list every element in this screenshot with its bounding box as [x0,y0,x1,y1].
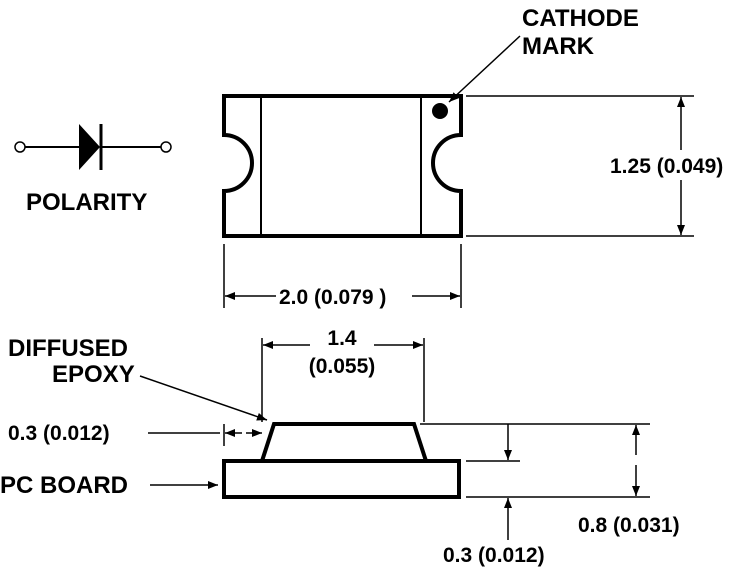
epoxy-leader [139,375,268,421]
pc-board-label: PC BOARD [0,472,128,499]
polarity-label: POLARITY [26,189,147,216]
cathode-leader [448,35,521,103]
anode-terminal-icon [14,141,26,153]
cathode-mark-label-2: MARK [522,33,595,60]
total-height-label: 0.8 (0.031) [578,514,680,537]
top-view [222,94,463,238]
lens-width-label-2: (0.055) [309,355,376,378]
diffused-epoxy-label-1: DIFFUSED [8,335,128,362]
diode-symbol [14,124,172,170]
diode-triangle-icon [79,124,100,170]
cathode-dot [432,103,448,119]
diffused-epoxy-label-2: EPOXY [52,361,135,388]
package-outline [222,94,463,238]
side-view [222,422,461,499]
board-height-label: 0.3 (0.012) [443,544,545,567]
offset-dimension-label: 0.3 (0.012) [8,422,110,445]
width-dimension-label: 2.0 (0.079 ) [279,286,386,309]
height-dimension-label: 1.25 (0.049) [610,155,723,178]
lens-width-label-1: 1.4 [327,327,357,350]
cathode-terminal-icon [160,141,172,153]
epoxy-lens [260,422,428,462]
cathode-mark-label-1: CATHODE [522,5,639,32]
pc-board [222,459,461,499]
